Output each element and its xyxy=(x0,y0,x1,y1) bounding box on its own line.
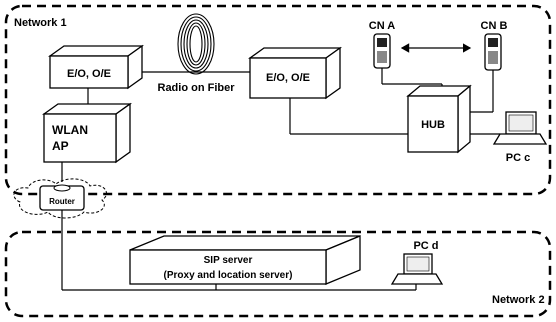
eo-left-label: E/O, O/E xyxy=(67,68,111,80)
network-1-label: Network 1 xyxy=(14,17,67,29)
fiber-coil-icon xyxy=(178,14,214,74)
wlan-access-point: WLAN AP xyxy=(44,104,130,162)
eo-right-label: E/O, O/E xyxy=(266,72,310,84)
cn-b-label: CN B xyxy=(481,20,508,32)
fiber-label: Radio on Fiber xyxy=(158,82,236,94)
network-2-label: Network 2 xyxy=(492,294,545,306)
hub-label: HUB xyxy=(421,119,445,131)
cn-a-label: CN A xyxy=(369,20,396,32)
sip-server: SIP server (Proxy and location server) xyxy=(130,236,360,284)
router-label: Router xyxy=(49,197,75,206)
pc-d-label: PC d xyxy=(413,240,438,252)
router-icon: Router xyxy=(40,185,84,210)
cn-b-device-icon xyxy=(485,34,501,70)
sip-server-line1: SIP server xyxy=(204,255,253,266)
wlan-ap-line1: WLAN xyxy=(52,123,88,137)
cn-a-device-icon xyxy=(374,34,390,68)
pc-c-laptop-icon xyxy=(494,112,546,144)
wlan-ap-line2: AP xyxy=(52,139,69,153)
pc-d-laptop-icon xyxy=(392,254,442,284)
eo-oe-converter-left: E/O, O/E xyxy=(50,46,142,88)
eo-oe-converter-right: E/O, O/E xyxy=(250,48,340,98)
pc-c-label: PC c xyxy=(506,152,530,164)
hub: HUB xyxy=(408,86,470,152)
sip-server-line2: (Proxy and location server) xyxy=(164,270,293,281)
